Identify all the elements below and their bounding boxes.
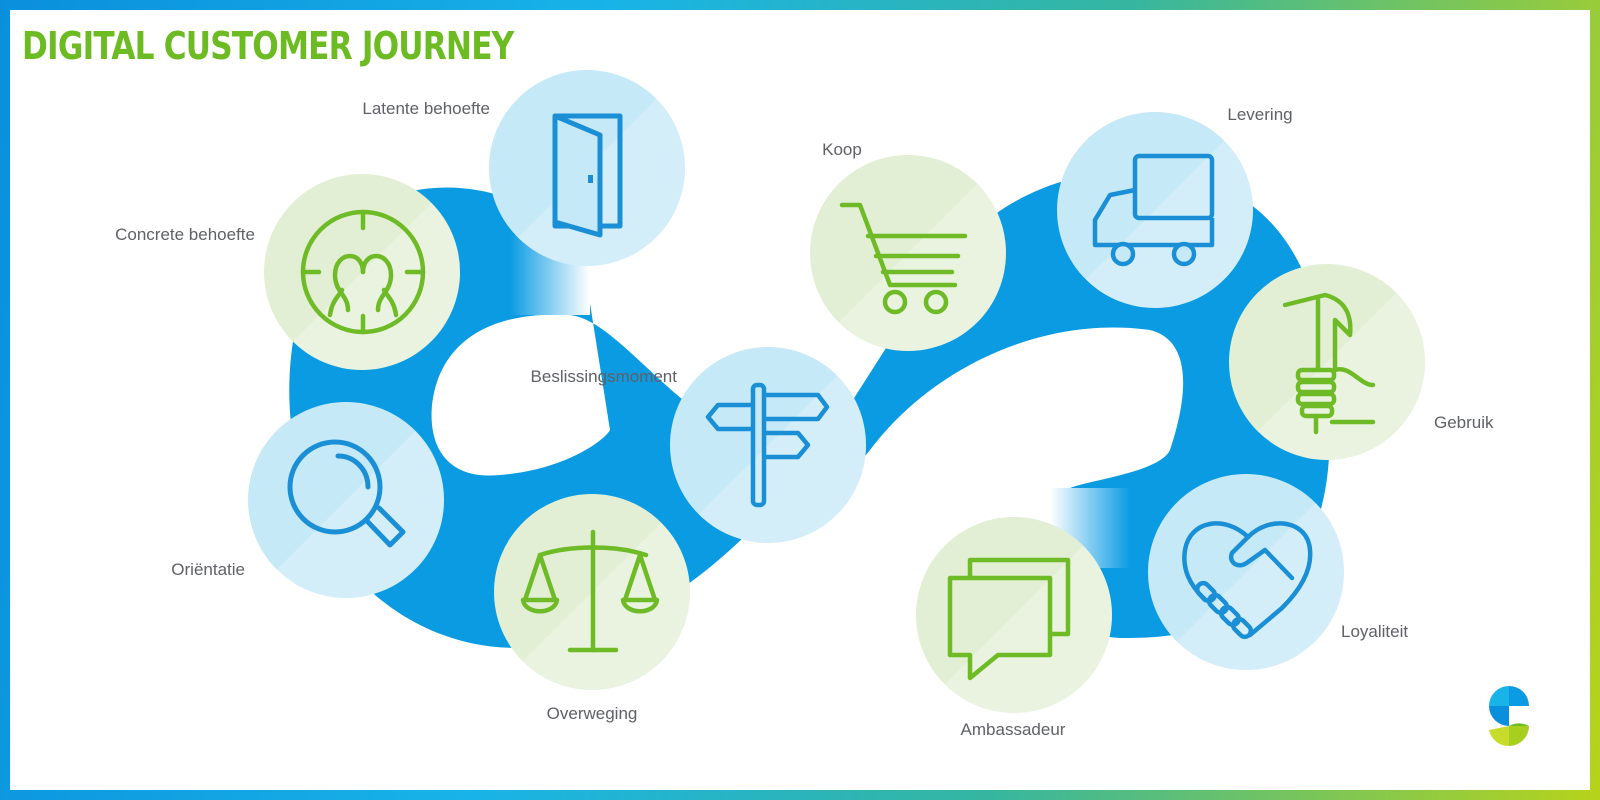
stage-concrete-behoefte: Concrete behoefte [115, 174, 460, 370]
target-people-icon [300, 209, 426, 335]
stage-overweging: Overweging [494, 494, 690, 723]
stage-label: Latente behoefte [362, 99, 490, 118]
stage-label: Ambassadeur [961, 720, 1066, 739]
stage-label: Gebruik [1434, 413, 1494, 432]
stage-orientatie: Oriëntatie [171, 402, 444, 598]
stage-beslissingsmoment: Beslissingsmoment [531, 347, 866, 543]
shopping-cart-icon [839, 202, 968, 315]
stage-label: Beslissingsmoment [531, 367, 678, 386]
stage-levering: Levering [1057, 105, 1293, 308]
signpost-icon [705, 382, 830, 508]
scales-icon [520, 529, 660, 653]
handshake-icon [1182, 521, 1313, 640]
stage-label: Koop [822, 140, 862, 159]
door-icon [552, 113, 623, 238]
brand-logo-icon [1489, 686, 1529, 747]
journey-diagram: Latente behoefte Concrete behoefte [115, 70, 1529, 747]
stage-label: Levering [1227, 105, 1292, 124]
hammer-hand-icon [1282, 292, 1376, 435]
truck-icon [1092, 153, 1215, 267]
stage-gebruik: Gebruik [1229, 264, 1494, 460]
stage-label: Loyaliteit [1341, 622, 1408, 641]
chat-bubbles-icon [947, 557, 1071, 681]
stage-loyaliteit: Loyaliteit [1148, 474, 1408, 670]
stage-latente-behoefte: Latente behoefte [362, 70, 685, 266]
page-title: DIGITAL CUSTOMER JOURNEY [22, 24, 514, 68]
canvas: DIGITAL CUSTOMER JOURNEY [10, 10, 1590, 790]
stage-label: Concrete behoefte [115, 225, 255, 244]
stage-koop: Koop [810, 140, 1006, 351]
magnifier-icon [287, 439, 406, 548]
stage-ambassadeur: Ambassadeur [916, 517, 1112, 739]
stage-label: Oriëntatie [171, 560, 245, 579]
stage-label: Overweging [547, 704, 638, 723]
